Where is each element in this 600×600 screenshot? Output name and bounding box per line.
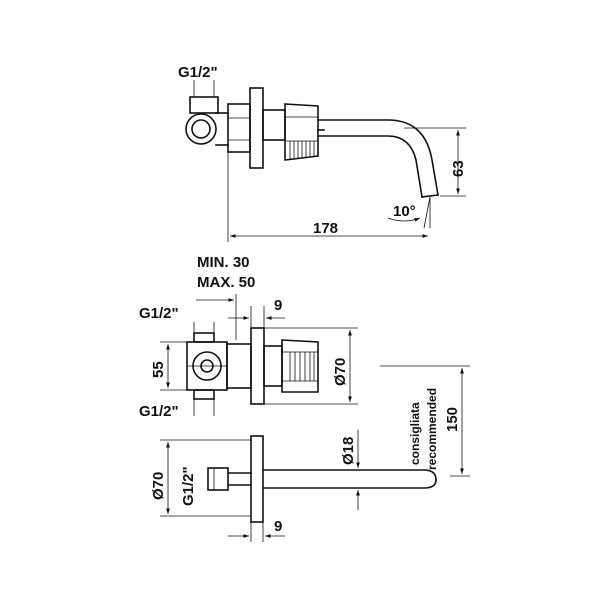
front-handle — [263, 339, 319, 393]
top-wall-plate — [250, 435, 264, 523]
top-diameter-label: Ø70 — [150, 472, 167, 500]
side-view: G1/2" — [178, 64, 467, 242]
side-wall-plate — [249, 87, 264, 169]
top-inlet-label: G1/2" — [180, 466, 197, 506]
top-spout — [262, 469, 437, 489]
top-diameter-dimension: Ø70 — [150, 439, 251, 517]
front-diameter-dimension: Ø70 — [264, 327, 358, 405]
top-connector — [207, 467, 252, 491]
side-valve-body — [227, 103, 251, 153]
side-angle-dimension: 10° — [387, 196, 431, 229]
front-view: MIN. 30 MAX. 50 9 G1/2" — [139, 254, 358, 420]
front-plate-thickness-label: 9 — [274, 297, 282, 314]
front-min-label: MIN. 30 — [197, 254, 250, 271]
side-length-dimension: 178 — [227, 152, 428, 242]
top-spout-diameter-label: Ø18 — [340, 437, 357, 465]
side-collar — [262, 109, 286, 141]
front-plate-thickness-dimension: 9 — [228, 297, 285, 332]
recommended-en-label: recommended — [425, 388, 439, 470]
side-knurled-handle — [284, 103, 325, 161]
front-wall-plate — [250, 327, 265, 405]
front-diameter-label: Ø70 — [332, 358, 349, 386]
top-plate-thickness-label: 9 — [274, 518, 282, 535]
side-elbow-fitting — [185, 96, 229, 146]
recommended-dimension: consigliata recommended 150 — [380, 365, 470, 477]
front-inlet-top-label: G1/2" — [139, 305, 179, 322]
side-height-label: 63 — [450, 160, 467, 177]
side-length-label: 178 — [313, 220, 338, 237]
top-view: Ø70 G1/2" Ø18 9 — [150, 430, 437, 542]
front-max-label: MAX. 50 — [197, 274, 255, 291]
front-inlet-bottom-label: G1/2" — [139, 403, 179, 420]
recommended-value-label: 150 — [444, 407, 461, 432]
top-spout-diameter-dimension: Ø18 — [340, 430, 360, 510]
front-spacing-dimension: 55 — [150, 341, 187, 391]
front-spacing-label: 55 — [150, 361, 167, 378]
side-height-dimension: 63 — [404, 127, 467, 197]
side-spout — [317, 119, 439, 198]
front-distributor-body — [186, 332, 252, 400]
top-plate-thickness-dimension: 9 — [228, 518, 285, 542]
side-inlet-label: G1/2" — [178, 64, 218, 81]
side-angle-label: 10° — [393, 203, 416, 220]
recommended-it-label: consigliata — [408, 402, 422, 465]
